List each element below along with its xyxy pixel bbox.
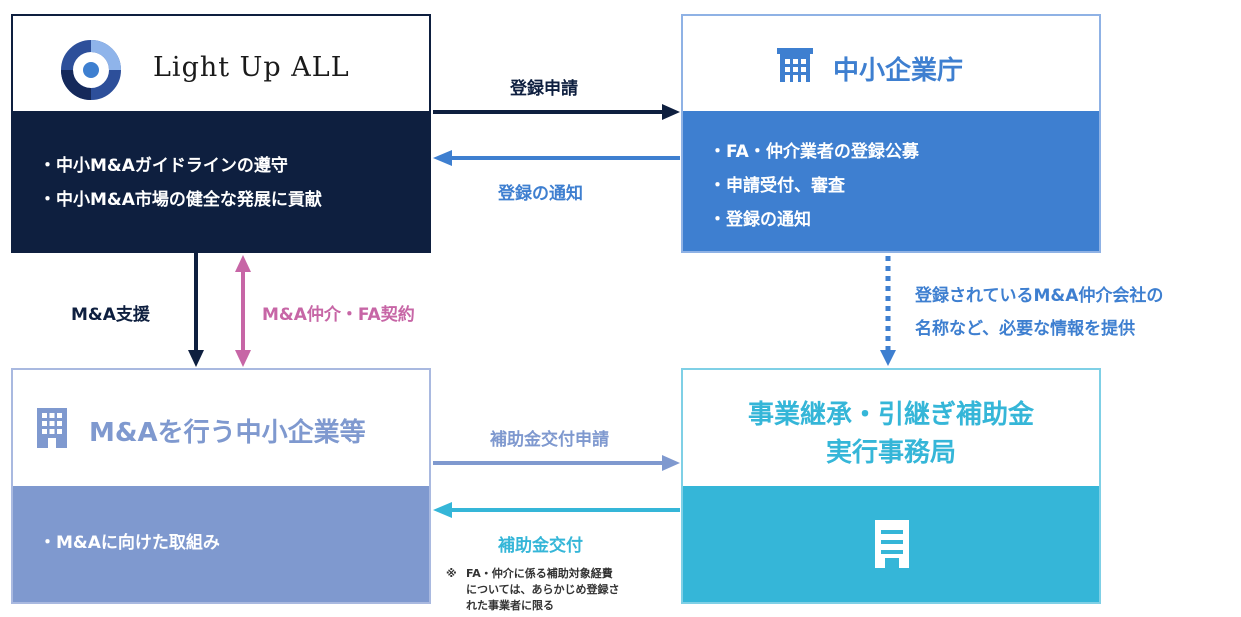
subsidy-grant-arrow [433,502,680,518]
sme-agency-body: ・FA・仲介業者の登録公募 ・申請受付、審査 ・登録の通知 [683,111,1099,251]
subsidy-office-box: 事業継承・引継ぎ補助金 実行事務局 [681,368,1101,604]
sme-company-list: ・M&Aに向けた取組み [39,526,220,560]
info-provision-label-line1: 登録されているM&A仲介会社の [915,286,1164,306]
ma-support-label: M&A支援 [71,305,150,325]
sme-agency-item: ・FA・仲介業者の登録公募 [709,142,919,162]
subsidy-office-body [683,486,1099,602]
subsidy-grant-label: 補助金交付 [498,536,583,556]
info-provision-label-line2: 名称など、必要な情報を提供 [915,319,1136,339]
subsidy-office-header: 事業継承・引継ぎ補助金 実行事務局 [683,370,1099,486]
ma-contract-arrow [235,255,251,367]
sme-company-box: M&Aを行う中小企業等 ・M&Aに向けた取組み [11,368,431,604]
sme-agency-item: ・登録の通知 [709,210,811,230]
light-up-all-header: Light Up ALL [13,16,429,111]
light-up-all-logo [61,40,121,100]
note-mark: ※ [446,567,457,580]
sme-company-item: ・M&Aに向けた取組み [39,533,220,553]
subsidy-office-title-line1: 事業継承・引継ぎ補助金 [747,400,1034,430]
light-up-all-title: Light Up ALL [153,52,350,83]
office-building-icon [37,408,67,448]
registration-notice-label: 登録の通知 [498,184,583,204]
light-up-all-item: ・中小M&Aガイドラインの遵守 [39,156,288,176]
note-line: については、あらかじめ登録さ [466,583,620,596]
registration-application-label: 登録申請 [510,79,578,99]
registration-notice-arrow [433,150,680,166]
sme-agency-title: 中小企業庁 [833,56,964,86]
light-up-all-box: Light Up ALL ・中小M&Aガイドラインの遵守 ・中小M&A市場の健全… [11,14,431,253]
sme-company-title: M&Aを行う中小企業等 [89,418,366,448]
sme-agency-item: ・申請受付、審査 [709,176,845,196]
light-up-all-body: ・中小M&Aガイドラインの遵守 ・中小M&A市場の健全な発展に貢献 [13,111,429,251]
ma-contract-label: M&A仲介・FA契約 [262,305,415,325]
registration-application-arrow [433,104,680,120]
subsidy-application-label: 補助金交付申請 [490,430,609,450]
note-line: FA・仲介に係る補助対象経費 [466,567,613,580]
document-icon [875,520,909,568]
sme-agency-list: ・FA・仲介業者の登録公募 ・申請受付、審査 ・登録の通知 [709,135,919,237]
sme-agency-header: 中小企業庁 [683,16,1099,111]
subsidy-application-arrow [433,455,680,471]
sme-company-body: ・M&Aに向けた取組み [13,486,429,602]
sme-agency-box: 中小企業庁 ・FA・仲介業者の登録公募 ・申請受付、審査 ・登録の通知 [681,14,1101,253]
sme-company-header: M&Aを行う中小企業等 [13,370,429,486]
light-up-all-item: ・中小M&A市場の健全な発展に貢献 [39,190,322,210]
subsidy-note: ※ FA・仲介に係る補助対象経費 については、あらかじめ登録さ れた事業者に限る [446,566,619,614]
ma-support-arrow [188,253,204,367]
light-up-all-list: ・中小M&Aガイドラインの遵守 ・中小M&A市場の健全な発展に貢献 [39,149,322,217]
info-provision-arrow [880,256,896,366]
note-line: れた事業者に限る [466,599,554,612]
subsidy-office-title-line2: 実行事務局 [825,438,956,468]
government-building-icon [777,48,813,82]
